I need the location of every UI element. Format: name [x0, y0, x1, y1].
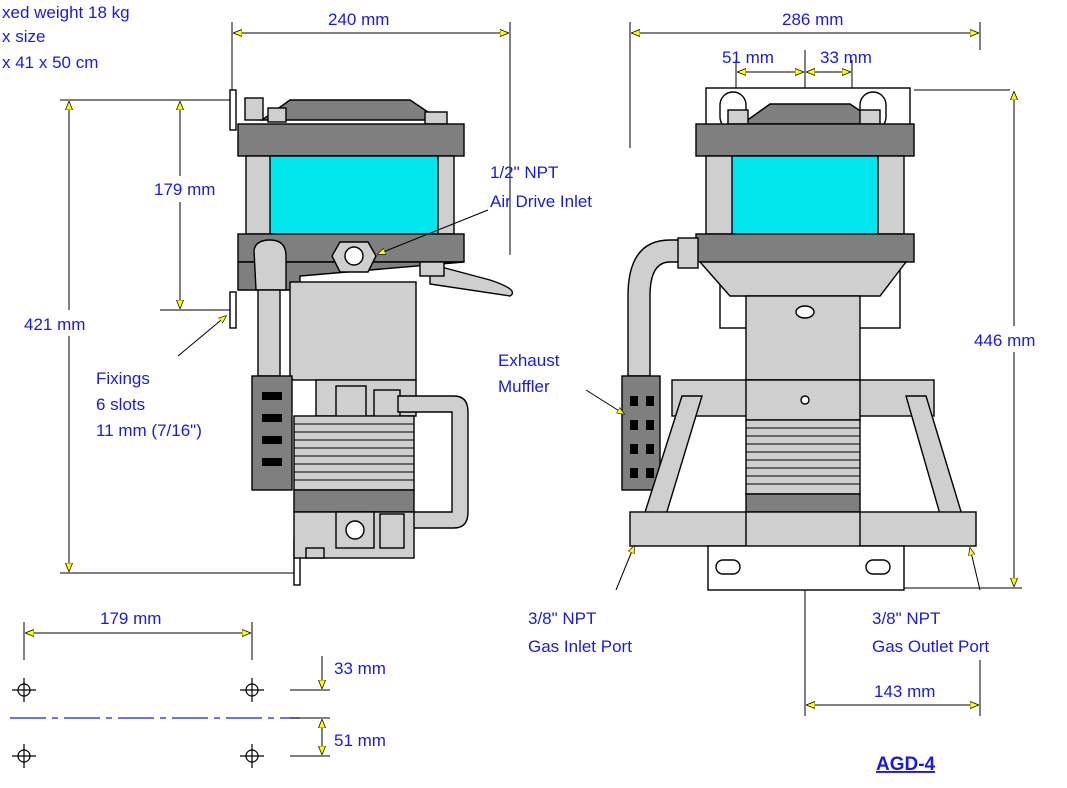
mounting-hole — [240, 744, 264, 768]
side-air-inlet-leader — [378, 209, 489, 254]
side-view: 240 mm 421 mm 179 mm — [20, 10, 592, 586]
hole-pattern: 179 mm 33 mm 51 mm — [10, 609, 386, 768]
hole-top-offset-label: 33 mm — [334, 659, 386, 678]
mounting-hole — [12, 678, 36, 702]
front-view: 286 mm 51 mm 33 mm 446 mm — [498, 10, 1062, 716]
header-weight: xed weight 18 kg — [2, 3, 130, 22]
side-exhaust-elbow — [253, 239, 287, 291]
front-left-offset-label: 51 mm — [722, 48, 774, 67]
front-gas-inlet-size: 3/8" NPT — [528, 609, 596, 628]
front-cylinder — [731, 155, 879, 235]
hole-bottom-offset-label: 51 mm — [334, 731, 386, 750]
front-exhaust-leader — [585, 389, 624, 414]
side-top-cap — [259, 99, 443, 121]
front-width-label: 286 mm — [782, 10, 843, 29]
side-fixings-leader — [177, 316, 226, 357]
side-air-inlet-label-size: 1/2" NPT — [490, 163, 558, 182]
front-bottom-plate — [695, 233, 915, 263]
side-fixings-size: 11 mm (7/16") — [96, 421, 202, 440]
side-fixings-label: Fixings — [96, 369, 150, 388]
side-cylinder — [269, 155, 439, 235]
front-right-offset-label: 33 mm — [820, 48, 872, 67]
front-height-label: 446 mm — [974, 331, 1035, 350]
side-tube — [257, 289, 281, 377]
front-gas-outlet-size: 3/8" NPT — [872, 609, 940, 628]
side-air-inlet-label-name: Air Drive Inlet — [490, 192, 592, 211]
front-gas-outlet-name: Gas Outlet Port — [872, 637, 989, 656]
side-mount-label: 179 mm — [154, 180, 215, 199]
hole-width-label: 179 mm — [100, 609, 161, 628]
front-exhaust-label-1: Exhaust — [498, 351, 560, 370]
side-top-plate — [237, 123, 465, 157]
side-exhaust-muffler — [251, 375, 293, 491]
front-gas-inlet-leader — [615, 546, 634, 591]
front-exhaust-label-2: Muffler — [498, 377, 550, 396]
front-exhaust-muffler — [621, 375, 661, 491]
side-top-bracket — [229, 89, 237, 131]
side-main-body — [289, 281, 417, 381]
side-gas-section — [293, 415, 415, 491]
front-top-plate — [695, 123, 915, 157]
side-handle — [429, 263, 514, 297]
header-box-size-value: x 41 x 50 cm — [2, 53, 98, 72]
mounting-hole — [240, 678, 264, 702]
header-info: xed weight 18 kg x size x 41 x 50 cm — [2, 3, 130, 72]
side-height-label: 421 mm — [24, 315, 85, 334]
front-gas-section — [745, 419, 861, 495]
header-box-size-label: x size — [2, 27, 45, 46]
front-port-offset-label: 143 mm — [874, 682, 935, 701]
front-gas-outlet-leader — [970, 548, 981, 591]
side-width-label: 240 mm — [328, 10, 389, 29]
front-right-diagonal-tube — [905, 395, 967, 529]
side-fixings-slots: 6 slots — [96, 395, 145, 414]
side-mid-bracket — [229, 291, 237, 329]
mounting-hole — [12, 744, 36, 768]
front-cone — [698, 261, 908, 297]
model-label: AGD-4 — [876, 754, 936, 775]
front-gas-inlet-name: Gas Inlet Port — [528, 637, 632, 656]
